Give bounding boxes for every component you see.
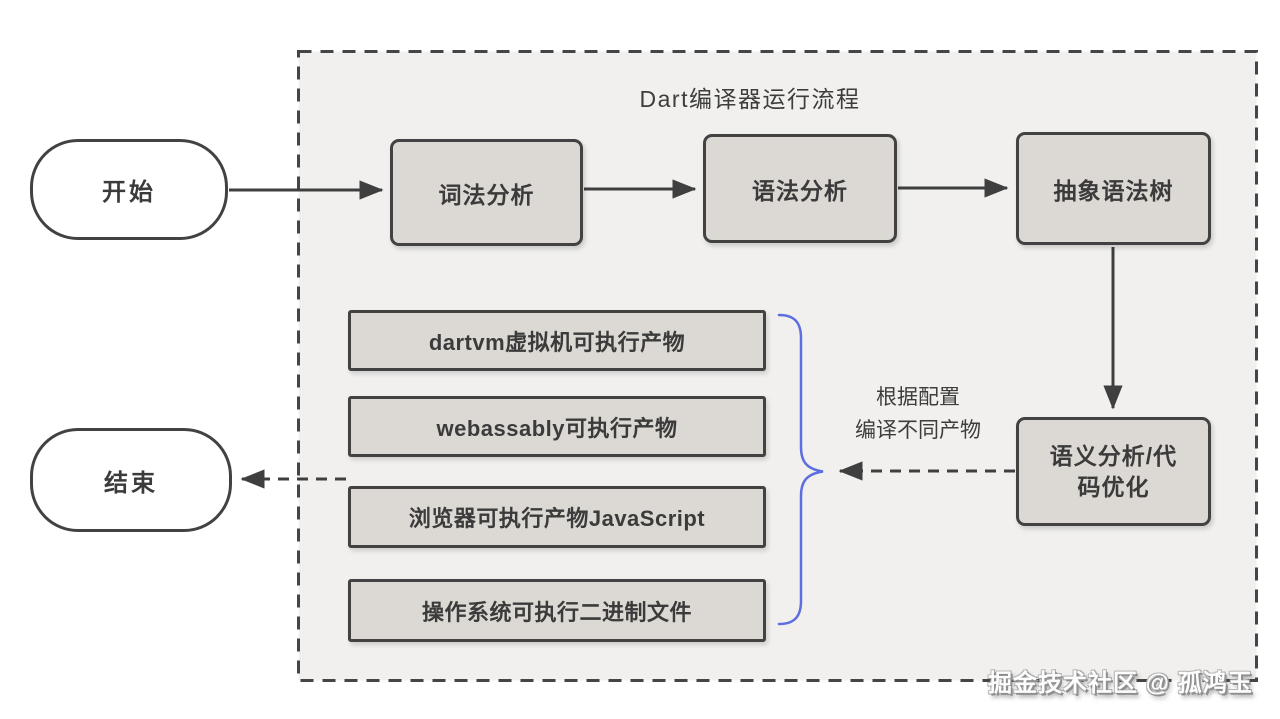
semantic-node-line1: 语义分析/代 [1049, 442, 1178, 469]
watermark: 掘金技术社区 @ 孤鸿玉 [988, 670, 1253, 697]
node-lexical-analysis: 词法分析 [390, 139, 583, 246]
semantic-node-line2: 码优化 [1077, 473, 1150, 500]
branch-condition-label: 根据配置 编译不同产物 [823, 381, 1013, 447]
start-node: 开始 [30, 139, 228, 240]
product-os-binary: 操作系统可执行二进制文件 [348, 579, 766, 642]
node-syntax-analysis: 语法分析 [703, 134, 897, 243]
product-webassembly: webassably可执行产物 [348, 396, 766, 457]
branch-label-line1: 根据配置 [876, 386, 960, 409]
diagram-title: Dart编译器运行流程 [639, 86, 861, 112]
end-node: 结束 [30, 428, 232, 532]
node-abstract-syntax-tree: 抽象语法树 [1016, 132, 1211, 245]
branch-label-line2: 编译不同产物 [855, 419, 981, 442]
node-semantic-analysis: 语义分析/代 码优化 [1016, 417, 1211, 526]
product-javascript: 浏览器可执行产物JavaScript [348, 486, 766, 548]
products-group-brace [777, 313, 824, 626]
product-dartvm: dartvm虚拟机可执行产物 [348, 310, 766, 371]
